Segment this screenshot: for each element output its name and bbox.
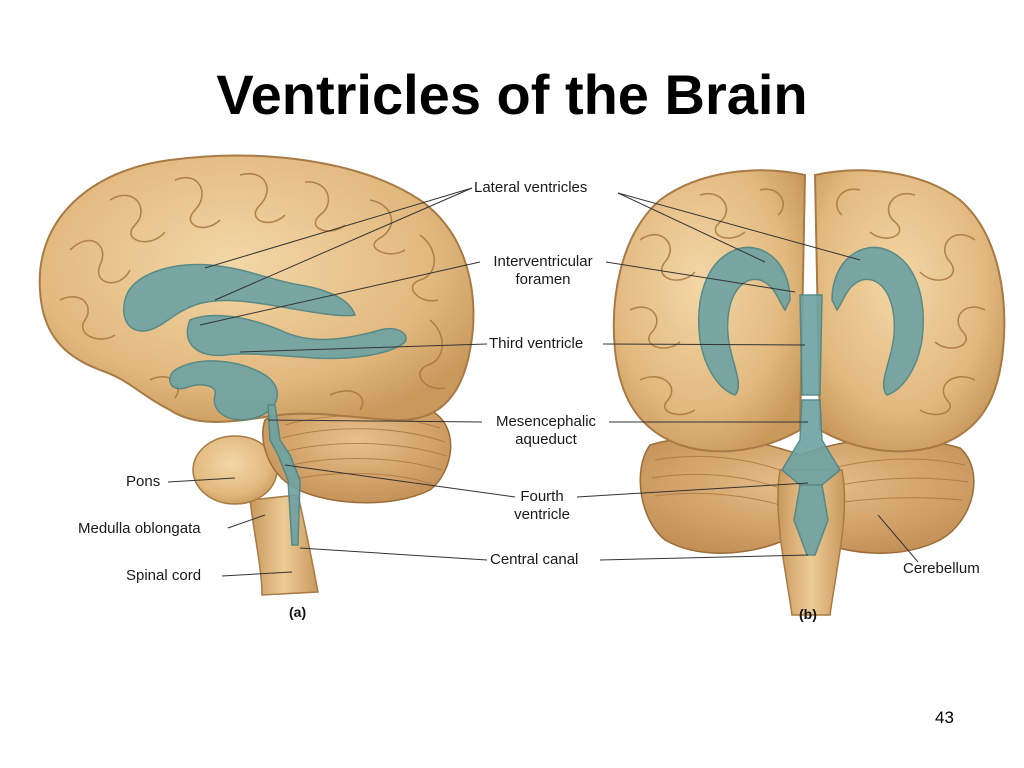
label-mesencephalic-line2: aqueduct bbox=[515, 431, 577, 448]
lateral-view-brain bbox=[38, 154, 475, 596]
label-cerebellum: Cerebellum bbox=[903, 560, 980, 577]
label-fourth-line2: ventricle bbox=[514, 506, 570, 523]
frontal-view-brain bbox=[612, 169, 1006, 616]
label-interventricular-line1: Interventricular bbox=[493, 253, 593, 270]
ventricles-lateral-view bbox=[123, 263, 407, 546]
label-fourth-ventricle: Fourth ventricle bbox=[507, 488, 577, 524]
label-fourth-line1: Fourth bbox=[520, 488, 564, 505]
label-interventricular-foramen: Interventricular foramen bbox=[482, 253, 604, 289]
label-central-canal: Central canal bbox=[490, 551, 579, 568]
label-lateral-ventricles: Lateral ventricles bbox=[474, 179, 588, 196]
label-mesencephalic-line1: Mesencephalic bbox=[495, 413, 597, 430]
panel-label-a: (a) bbox=[289, 604, 307, 620]
ventricles-frontal-view bbox=[698, 246, 924, 556]
page-title: Ventricles of the Brain bbox=[216, 63, 808, 126]
label-third-ventricle: Third ventricle bbox=[489, 335, 584, 352]
label-interventricular-line2: foramen bbox=[515, 271, 571, 288]
label-mesencephalic-aqueduct: Mesencephalic aqueduct bbox=[484, 413, 608, 449]
label-spinal-cord: Spinal cord bbox=[126, 567, 202, 584]
leader-lines bbox=[167, 187, 919, 577]
label-pons: Pons bbox=[126, 473, 161, 490]
page-number: 43 bbox=[935, 708, 954, 727]
label-medulla-oblongata: Medulla oblongata bbox=[78, 520, 201, 537]
panel-label-b: (b) bbox=[799, 606, 817, 622]
spinal-cord-shape bbox=[249, 494, 319, 596]
